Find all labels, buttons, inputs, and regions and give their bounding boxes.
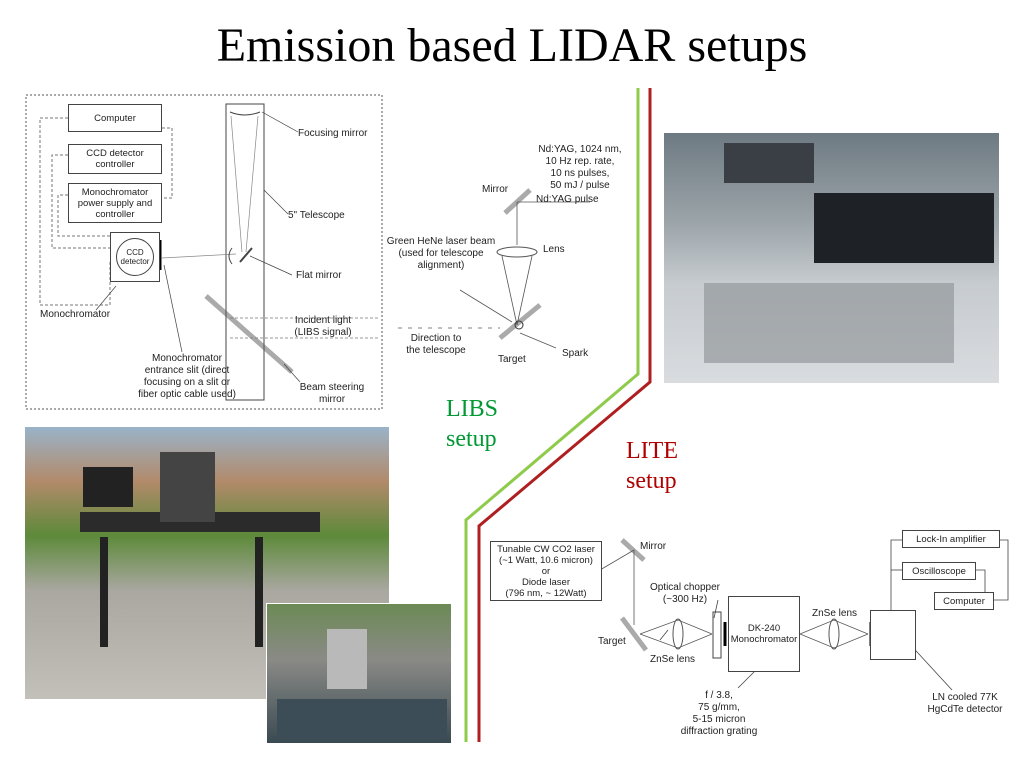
libs-divider-line — [464, 88, 640, 742]
incident-light-label: Incident light(LIBS signal) — [294, 315, 352, 338]
lockin-amplifier-box: Lock-In amplifier — [902, 530, 1000, 548]
lite-lab-photo — [664, 133, 999, 383]
znse-lens-1-label: ZnSe lens — [650, 654, 696, 665]
chopper-label: Optical chopper(~300 Hz) — [649, 582, 721, 605]
detector-box — [870, 610, 916, 660]
libs-closeup-photo — [266, 603, 452, 744]
lite-divider-line — [477, 88, 652, 742]
ndyag-pulse-label: Nd:YAG pulse — [536, 194, 599, 205]
lite-computer-box: Computer — [934, 592, 994, 610]
computer-box: Computer — [68, 104, 162, 132]
lite-mirror-label: Mirror — [640, 541, 667, 552]
mirror-label: Mirror — [482, 184, 509, 195]
flat-mirror-label: Flat mirror — [296, 270, 342, 281]
green-hene-label: Green HeNe laser beam(used for telescope… — [386, 236, 496, 271]
znse-lens-2-label: ZnSe lens — [812, 608, 858, 619]
spark-label: Spark — [562, 348, 589, 359]
oscilloscope-box: Oscilloscope — [902, 562, 976, 580]
monochromator-label: Monochromator — [40, 309, 111, 320]
telescope-label: 5" Telescope — [288, 210, 345, 221]
laser-source-box: Tunable CW CO2 laser(~1 Watt, 10.6 micro… — [490, 541, 602, 601]
lens-label: Lens — [543, 244, 565, 255]
focusing-mirror-label: Focusing mirror — [298, 128, 368, 139]
lite-target-label: Target — [598, 636, 626, 647]
laser-spec-label: Nd:YAG, 1024 nm,10 Hz rep. rate, 10 ns p… — [538, 144, 622, 191]
slide-title: Emission based LIDAR setups — [216, 19, 808, 72]
target-label: Target — [498, 354, 526, 365]
